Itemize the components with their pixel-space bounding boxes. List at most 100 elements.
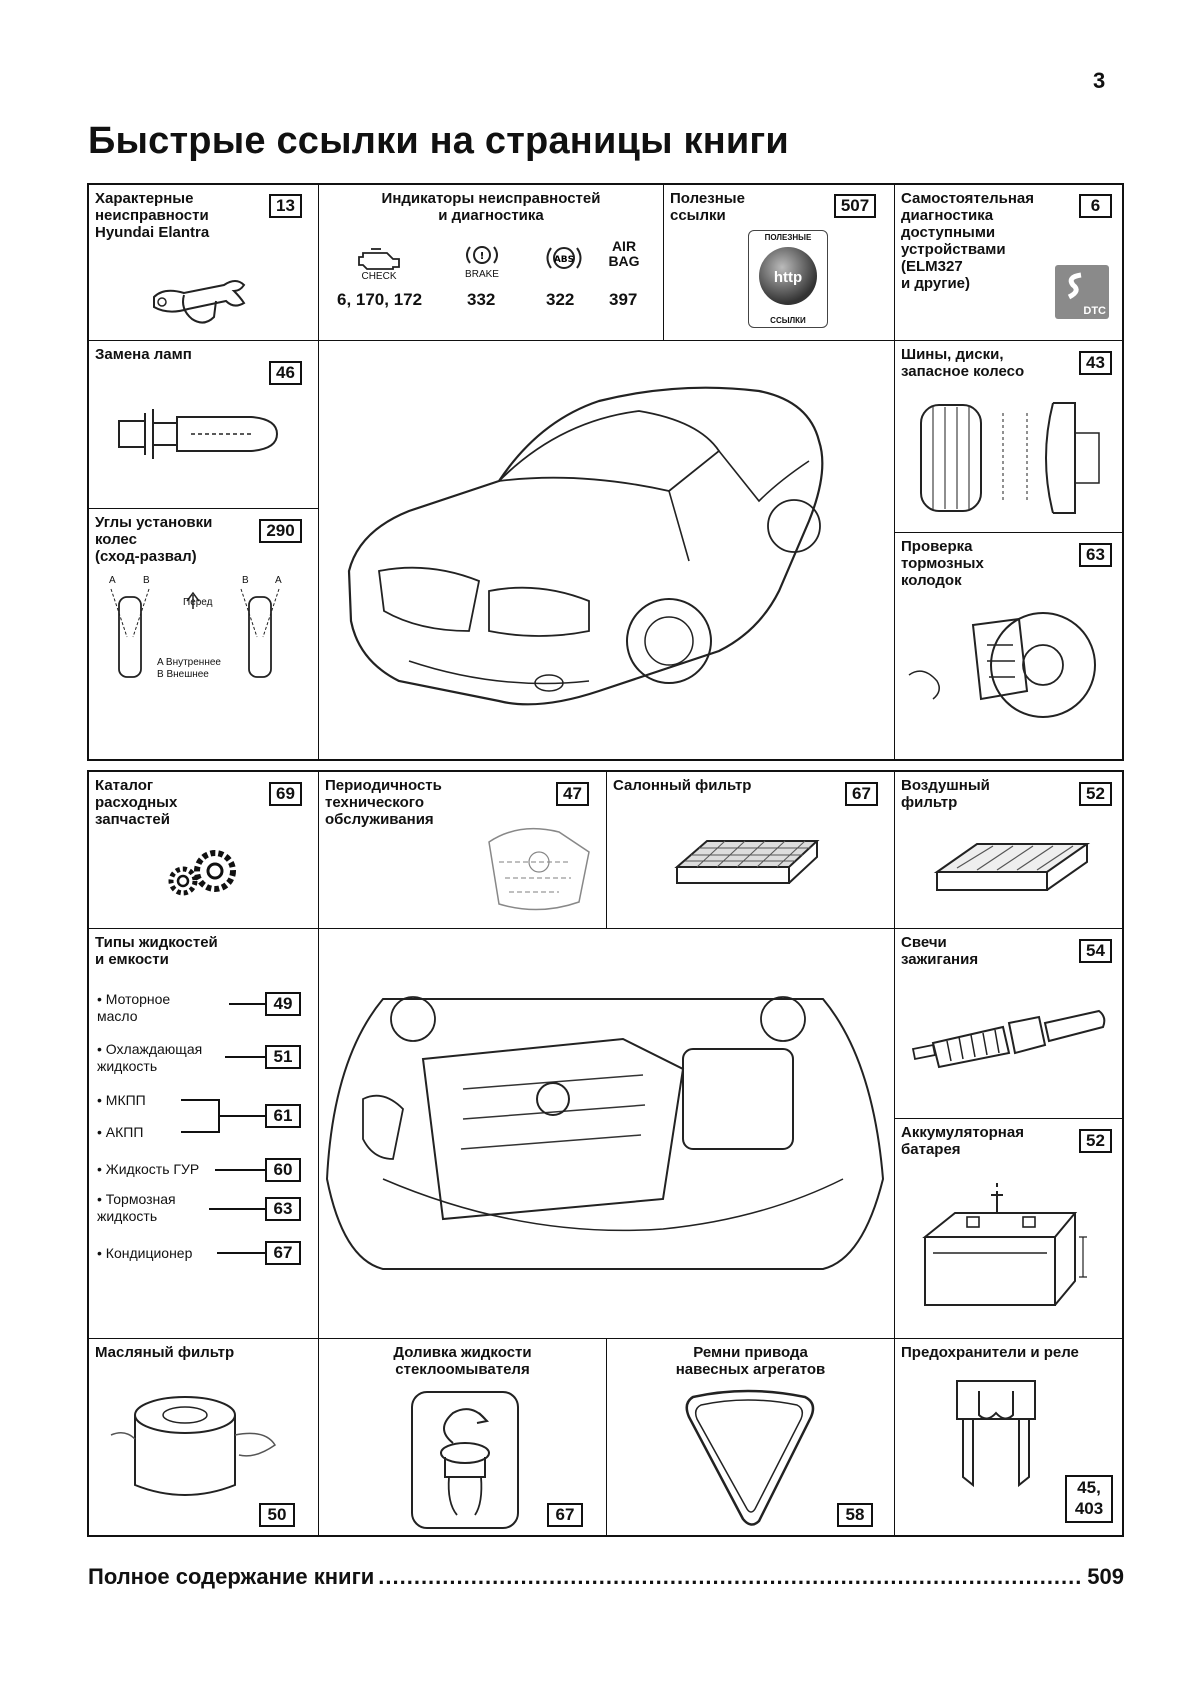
cell-engine-bay	[319, 929, 895, 1339]
cell-label: Воздушный фильтр	[901, 777, 990, 811]
cell-label: Характерные неисправности Hyundai Elantr…	[95, 190, 210, 241]
fluid-coolant: • Охлаждающая жидкость	[97, 1041, 203, 1074]
page-ref[interactable]: 43	[1079, 351, 1112, 375]
cell-washer[interactable]: Доливка жидкости стеклоомывателя 67	[319, 1339, 607, 1537]
cell-maintenance[interactable]: Периодичность технического обслуживания …	[319, 772, 607, 929]
page-ref[interactable]: 290	[259, 519, 302, 543]
badge-bottom-text: ССЫЛКИ	[770, 316, 806, 325]
quick-links-grid-top: Характерные неисправности Hyundai Elantr…	[87, 183, 1124, 761]
svg-text:ABS: ABS	[554, 255, 574, 265]
cell-fuses[interactable]: Предохранители и реле 45, 403	[895, 1339, 1124, 1537]
page-title: Быстрые ссылки на страницы книги	[88, 120, 789, 162]
page-ref[interactable]: 67	[265, 1241, 301, 1265]
indicator-page-check[interactable]: 6, 170, 172	[337, 290, 423, 309]
cell-label: Салонный фильтр	[613, 777, 752, 794]
fluid-ac: • Кондиционер	[97, 1245, 193, 1261]
indicator-page-abs[interactable]: 322	[546, 290, 575, 309]
air-filter-icon	[933, 843, 1091, 891]
cell-label: Замена ламп	[95, 346, 192, 363]
letter-a-right: A	[275, 575, 282, 586]
fluid-power-steering: • Жидкость ГУР	[97, 1161, 200, 1177]
cell-label: Каталог расходных запчастей	[95, 777, 178, 828]
indicator-page-brake[interactable]: 332	[467, 290, 496, 309]
cell-alignment[interactable]: Углы установки колес (сход-развал) 290 A…	[89, 509, 319, 761]
page-ref[interactable]: 46	[269, 361, 302, 385]
cell-label: Полезные ссылки	[670, 190, 745, 224]
page-ref[interactable]: 52	[1079, 1129, 1112, 1153]
front-label: Перед	[183, 597, 213, 608]
cell-label: Самостоятельная диагностика доступными у…	[901, 190, 1035, 292]
toc-page: 509	[1087, 1564, 1124, 1589]
page-ref[interactable]: 61	[265, 1104, 301, 1128]
washer-cap-icon	[440, 1408, 490, 1516]
page-ref[interactable]: 50	[259, 1503, 295, 1527]
dtc-icon: DTC	[1055, 265, 1109, 319]
gears-icon	[168, 850, 236, 896]
airbag-caption: AIR BAG	[608, 238, 640, 269]
fluid-manual-trans: • МКПП	[97, 1092, 146, 1108]
fluid-brake: • Тормозная жидкость	[97, 1191, 176, 1224]
fluid-auto-trans: • АКПП	[97, 1124, 144, 1140]
page-ref[interactable]: 60	[265, 1158, 301, 1182]
cell-lamps[interactable]: Замена ламп 46	[89, 341, 319, 509]
cell-label: Предохранители и реле	[901, 1344, 1079, 1361]
cell-indicators[interactable]: Индикаторы неисправностей и диагностика …	[319, 185, 664, 341]
indicator-page-airbag[interactable]: 397	[609, 290, 638, 309]
page-ref[interactable]: 507	[834, 194, 876, 218]
page-ref[interactable]: 52	[1079, 782, 1112, 806]
abs-warning-icon: ABS	[546, 247, 582, 269]
svg-text:!: !	[480, 251, 485, 262]
page-ref[interactable]: 51	[265, 1045, 301, 1069]
page-ref[interactable]: 6	[1079, 194, 1112, 218]
cell-label: Проверка тормозных колодок	[901, 538, 984, 589]
headlight-bulb-icon	[118, 409, 279, 459]
legend-a: A Внутреннее	[157, 657, 221, 668]
drive-belt-icon	[685, 1389, 815, 1526]
check-engine-caption: CHECK	[361, 271, 397, 282]
cell-oil-filter[interactable]: Масляный фильтр 50	[89, 1339, 319, 1537]
quick-links-grid-bottom: Каталог расходных запчастей 69 Периодичн…	[87, 770, 1124, 1537]
page-ref[interactable]: 67	[547, 1503, 583, 1527]
cell-air-filter[interactable]: Воздушный фильтр 52	[895, 772, 1124, 929]
spark-plug-icon	[911, 1009, 1106, 1069]
legend-b: B Внешнее	[157, 669, 209, 680]
cell-belts[interactable]: Ремни привода навесных агрегатов 58	[607, 1339, 895, 1537]
cell-faults[interactable]: Характерные неисправности Hyundai Elantr…	[89, 185, 319, 341]
page-ref[interactable]: 67	[845, 782, 878, 806]
page-ref[interactable]: 54	[1079, 939, 1112, 963]
page-ref[interactable]: 63	[1079, 543, 1112, 567]
cell-tires[interactable]: Шины, диски, запасное колесо 43	[895, 341, 1124, 533]
cell-fluids[interactable]: Типы жидкостей и емкости • Моторное масл…	[89, 929, 319, 1339]
page-ref[interactable]: 58	[837, 1503, 873, 1527]
cell-plugs[interactable]: Свечи зажигания 54	[895, 929, 1124, 1119]
page-ref[interactable]: 47	[556, 782, 589, 806]
cell-cabin-filter[interactable]: Салонный фильтр 67	[607, 772, 895, 929]
badge-top-text: ПОЛЕЗНЫЕ	[764, 233, 812, 242]
cell-label: Ремни привода навесных агрегатов	[675, 1344, 826, 1378]
cell-label: Углы установки колес (сход-развал)	[95, 514, 213, 565]
cell-brakes[interactable]: Проверка тормозных колодок 63	[895, 533, 1124, 761]
page-ref[interactable]: 13	[269, 194, 302, 218]
toc-label: Полное содержание книги	[88, 1564, 375, 1589]
cell-selfdiag[interactable]: Самостоятельная диагностика доступными у…	[895, 185, 1124, 341]
links-badge: ПОЛЕЗНЫЕ http ССЫЛКИ	[748, 230, 828, 328]
cell-links[interactable]: Полезные ссылки 507 ПОЛЕЗНЫЕ http ССЫЛКИ	[664, 185, 895, 341]
globe-icon	[759, 247, 817, 305]
tire-rim-diagram	[920, 402, 1100, 514]
cell-label: Аккумуляторная батарея	[901, 1124, 1024, 1158]
full-contents-link[interactable]: Полное содержание книги ................…	[88, 1564, 1124, 1590]
letter-a-left: A	[109, 575, 116, 586]
cell-battery[interactable]: Аккумуляторная батарея 52	[895, 1119, 1124, 1339]
cabin-filter-icon	[674, 840, 820, 884]
page-ref[interactable]: 49	[265, 992, 301, 1016]
engine-bay-illustration	[325, 996, 885, 1270]
cell-catalog[interactable]: Каталог расходных запчастей 69	[89, 772, 319, 929]
brake-warning-icon: !	[466, 246, 498, 264]
page-ref[interactable]: 69	[269, 782, 302, 806]
page-ref[interactable]: 45, 403	[1065, 1475, 1113, 1523]
fluid-engine-oil: • Моторное масло	[97, 991, 171, 1024]
cell-label: Индикаторы неисправностей и диагностика	[381, 190, 601, 224]
page-ref[interactable]: 63	[265, 1197, 301, 1221]
brake-caliper-diagram	[908, 612, 1096, 718]
fuse-icon	[956, 1380, 1036, 1488]
